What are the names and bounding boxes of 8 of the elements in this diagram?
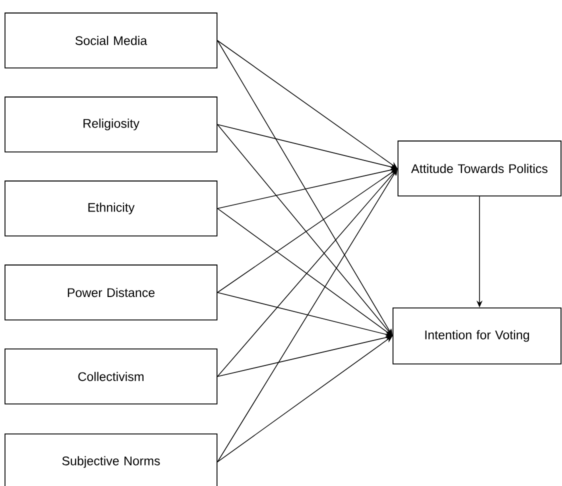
box: Collectivism: [4, 348, 218, 404]
box: Power Distance: [4, 264, 218, 320]
box: Attitude Towards Politics: [398, 140, 562, 196]
box: Intention for Voting: [392, 308, 562, 364]
box: Ethnicity: [4, 180, 218, 236]
box: Social Media: [4, 12, 218, 68]
box: Subjective Norms: [4, 434, 218, 486]
box: Religiosity: [4, 96, 218, 152]
